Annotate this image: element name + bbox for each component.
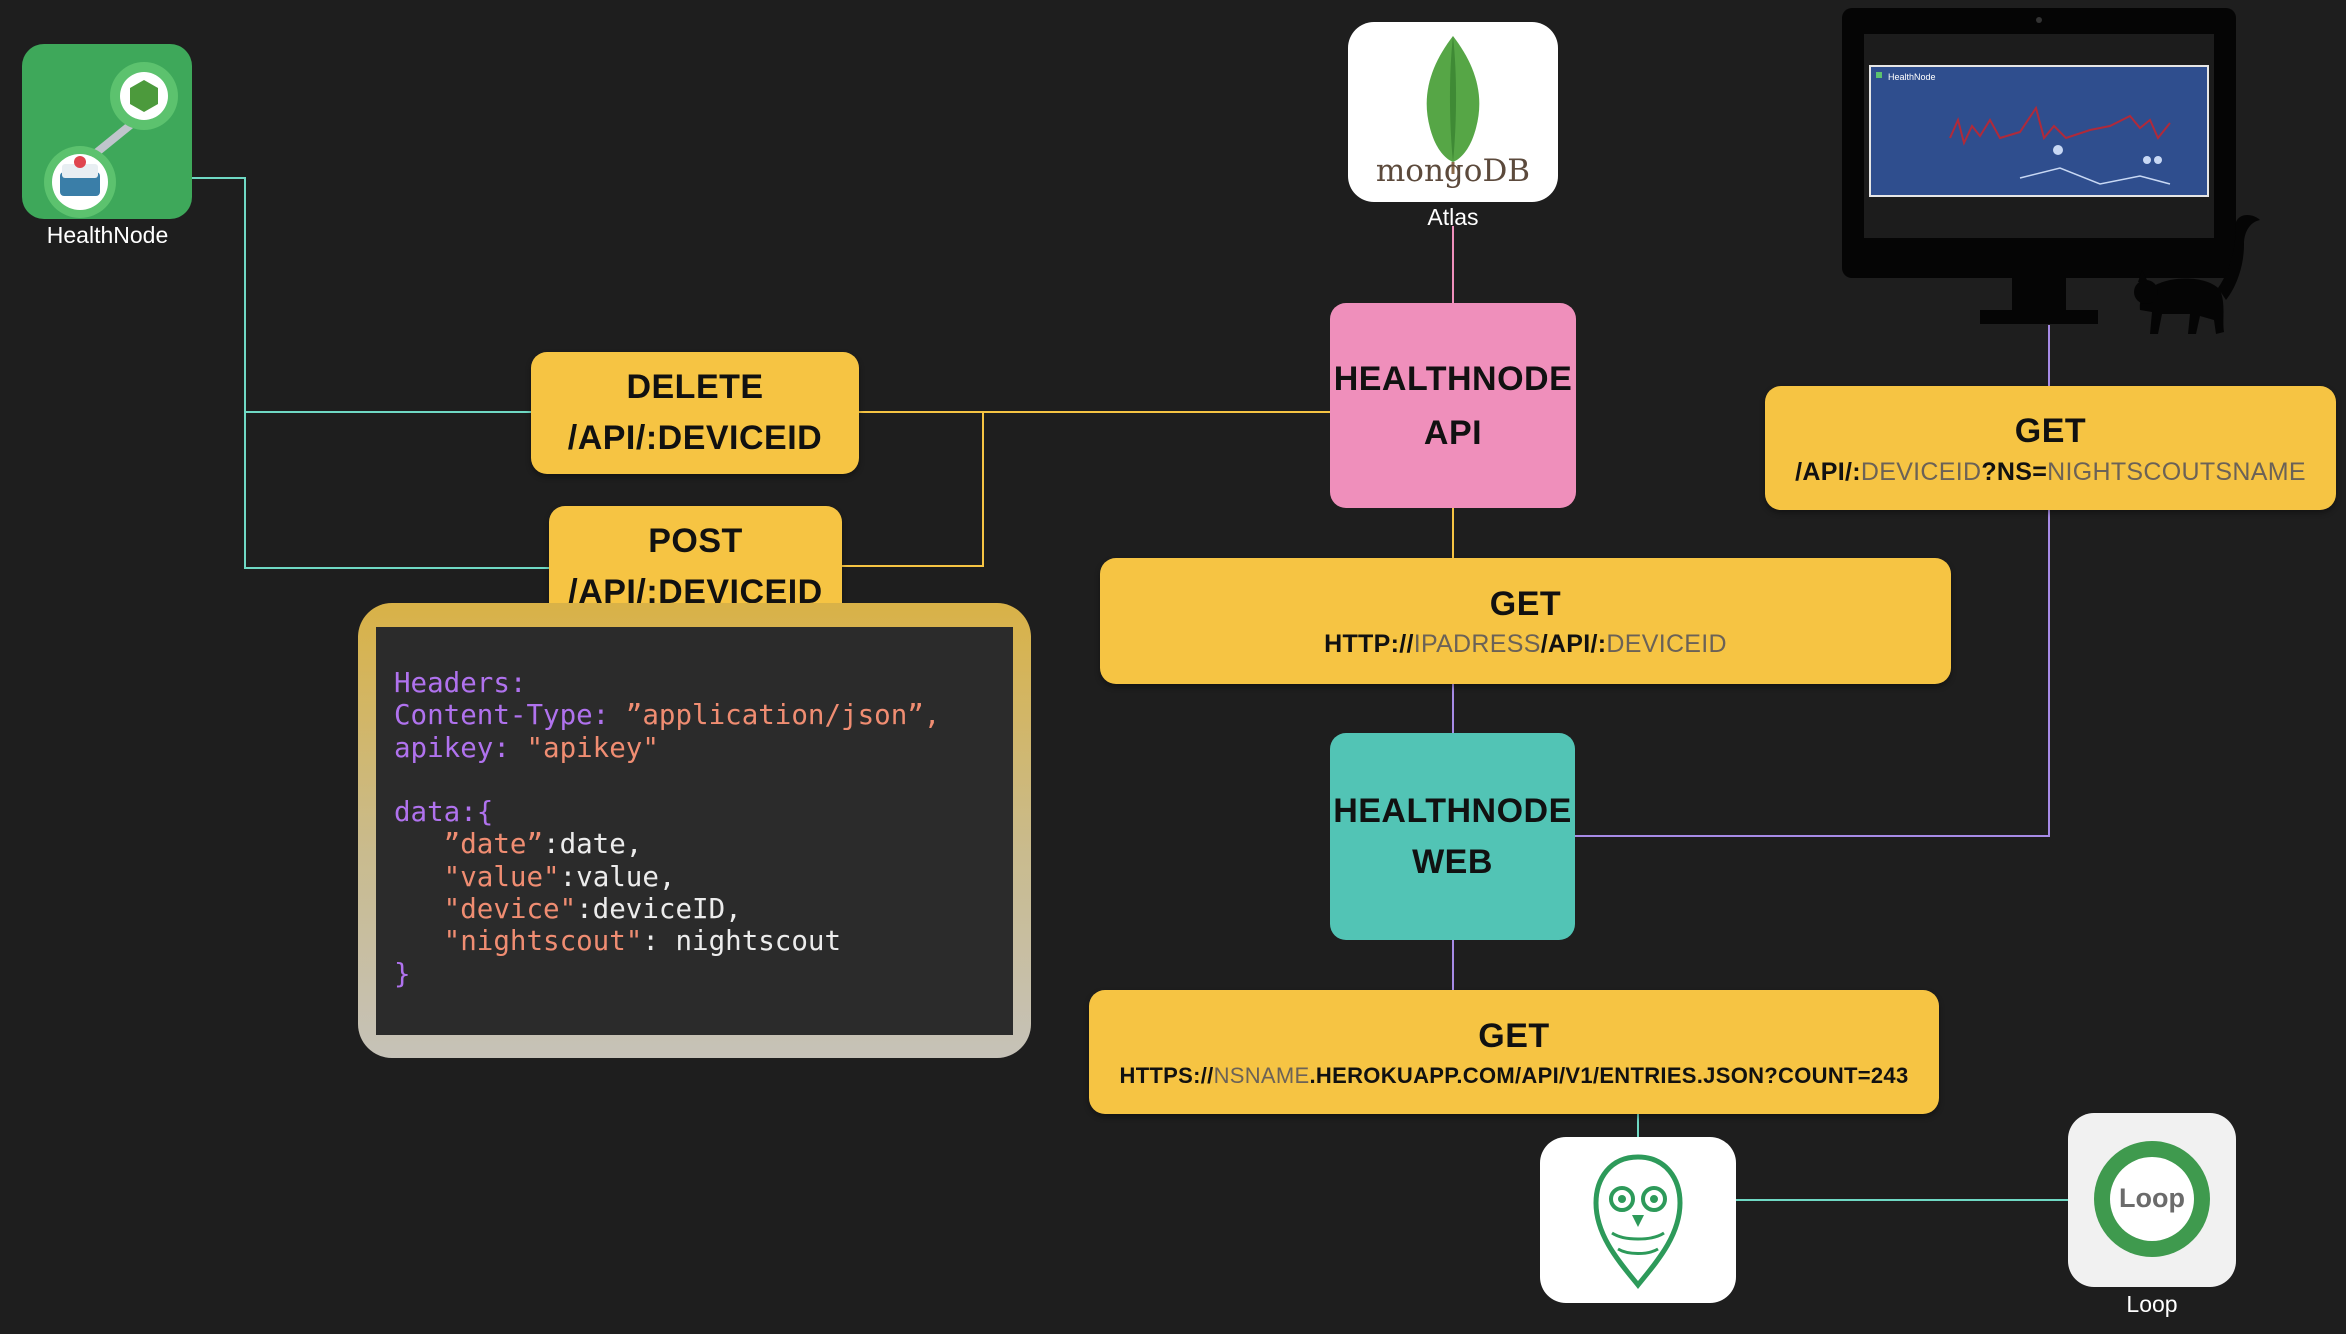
mongodb-leaf-icon — [1426, 36, 1480, 174]
code-device-value: :deviceID, — [576, 893, 742, 926]
get-ns-method: GET — [1478, 1017, 1550, 1055]
url-part: HTTPS:// — [1119, 1063, 1214, 1088]
nightscout-owl-icon — [1593, 1154, 1683, 1290]
code-content-type-value: ”application/json”, — [625, 699, 941, 732]
get-web-method: GET — [2014, 411, 2087, 450]
url-part: DEVICEID — [1606, 629, 1727, 658]
code-indent — [394, 861, 444, 893]
url-part: DEVICEID — [1860, 457, 1982, 486]
code-indent — [394, 893, 444, 925]
code-nightscout-key: "nightscout" — [443, 925, 643, 958]
nightscout-logo[interactable] — [1540, 1137, 1736, 1303]
code-content-type-key: Content-Type: — [394, 699, 626, 732]
get-web-url: /API/:DEVICEID?NS=NIGHTSCOUTSNAME — [1795, 458, 2306, 487]
code-block: Headers: Content-Type: ”application/json… — [376, 627, 1013, 1035]
wire-web-to-monitor — [1575, 510, 2050, 837]
payload-code: Headers: Content-Type: ”application/json… — [394, 667, 940, 990]
wire-app-to-delete — [190, 177, 531, 413]
url-part: ?NS= — [1981, 457, 2048, 486]
get-api-url: HTTP://IPADRESS/API/:DEVICEID — [1324, 630, 1727, 659]
healthnode-api-box[interactable]: HEALTHNODE API — [1330, 303, 1576, 508]
url-part: HTTP:// — [1324, 629, 1414, 658]
url-part: /API/: — [1795, 457, 1861, 486]
get-api-request-box[interactable]: GET HTTP://IPADRESS/API/:DEVICEID — [1100, 558, 1951, 684]
code-apikey-value: "apikey" — [526, 731, 659, 764]
code-indent — [394, 828, 444, 860]
code-data-open: data:{ — [394, 796, 494, 829]
api-line1: HEALTHNODE — [1333, 359, 1573, 398]
monitor-icon — [1842, 8, 2260, 334]
code-nightscout-value: : nightscout — [642, 925, 842, 958]
loop-wordmark: Loop — [2119, 1183, 2185, 1213]
wire-post-to-api — [842, 412, 984, 567]
code-value-value: :value, — [559, 860, 676, 893]
code-value-key: "value" — [443, 860, 560, 893]
code-apikey-key: apikey: — [394, 731, 527, 764]
mongodb-logo: mongoDB — [1348, 22, 1558, 202]
url-part: NIGHTSCOUTSNAME — [2047, 457, 2306, 486]
code-date-value: :date, — [543, 828, 643, 861]
loop-label: Loop — [2126, 1291, 2178, 1317]
get-api-method: GET — [1489, 584, 1562, 623]
mongodb-label: Atlas — [1427, 204, 1479, 230]
loop-ring-icon — [2094, 1141, 2210, 1257]
delete-request-box[interactable]: DELETE /API/:DEVICEID — [531, 352, 859, 474]
url-part: .HEROKUAPP.COM/API/V1/ENTRIES.JSON?COUNT… — [1309, 1063, 1909, 1088]
get-web-request-box[interactable]: GET /API/:DEVICEID?NS=NIGHTSCOUTSNAME — [1765, 386, 2336, 510]
get-ns-url: HTTPS://NSNAME.HEROKUAPP.COM/API/V1/ENTR… — [1120, 1063, 1909, 1089]
delete-method: DELETE — [626, 368, 764, 406]
code-data-close: } — [394, 957, 411, 990]
url-part: IPADRESS — [1413, 629, 1541, 658]
code-date-key: ”date” — [443, 828, 544, 861]
monitor-icon: HealthNode — [1840, 8, 2260, 348]
healthnode-app-icon[interactable] — [22, 44, 192, 219]
url-part: NSNAME — [1213, 1063, 1310, 1088]
healthnode-app-label: HealthNode — [46, 222, 169, 248]
url-part: /API/: — [1540, 629, 1607, 658]
web-line1: HEALTHNODE — [1333, 791, 1572, 830]
web-line2: WEB — [1412, 842, 1493, 881]
code-headers: Headers: — [394, 667, 527, 699]
post-payload-panel: Headers: Content-Type: ”application/json… — [358, 603, 1031, 1058]
get-nightscout-request-box[interactable]: GET HTTPS://NSNAME.HEROKUAPP.COM/API/V1/… — [1089, 990, 1939, 1114]
mongodb-wordmark: mongoDB — [1375, 153, 1531, 189]
healthnode-app-icon — [44, 62, 178, 218]
healthnode-web-box[interactable]: HEALTHNODE WEB — [1330, 733, 1575, 940]
delete-path: /API/:DEVICEID — [567, 419, 823, 457]
wire-app-to-post — [244, 412, 549, 569]
monitor-screen-title: HealthNode — [1888, 72, 1936, 82]
code-device-key: "device" — [443, 893, 577, 926]
code-indent — [394, 925, 444, 957]
post-method: POST — [648, 522, 743, 560]
loop-logo[interactable]: Loop — [2068, 1113, 2236, 1287]
api-line2: API — [1423, 413, 1483, 452]
